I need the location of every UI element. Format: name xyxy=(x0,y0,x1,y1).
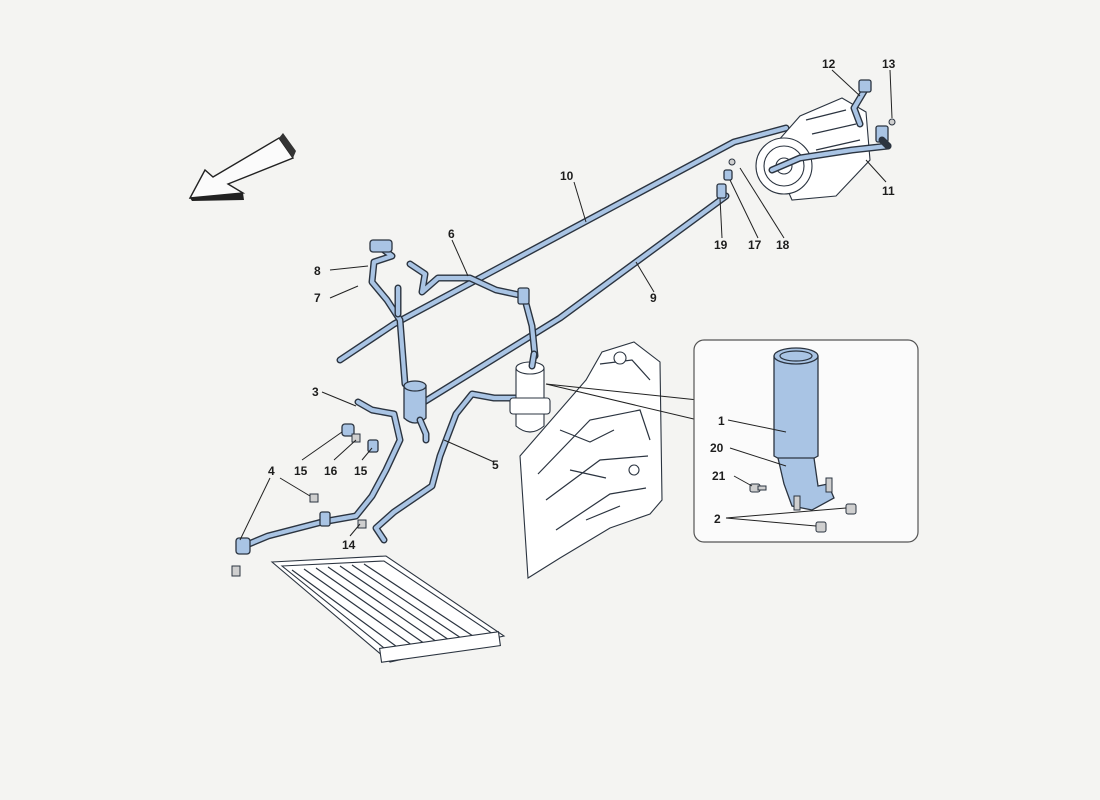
callout-8: 8 xyxy=(314,264,321,278)
pipe-9 xyxy=(420,183,730,406)
pipe-11 xyxy=(768,125,892,174)
nuts-2 xyxy=(815,503,857,533)
callout-3: 3 xyxy=(312,385,319,399)
pipe-6 xyxy=(406,260,539,360)
leader-lines xyxy=(239,69,893,541)
small-fittings-14-15-16 xyxy=(231,423,379,577)
callout-15a: 15 xyxy=(294,464,308,478)
pipe-12 xyxy=(850,79,872,128)
pipe-3 xyxy=(235,398,404,555)
bolt-21 xyxy=(749,483,767,493)
filter-canister xyxy=(403,380,430,444)
callout-6: 6 xyxy=(448,227,455,241)
callout-12: 12 xyxy=(822,57,836,71)
pipe-5 xyxy=(372,390,524,544)
receiver-drier-detail xyxy=(773,347,835,511)
front-direction-arrow-icon xyxy=(188,133,296,201)
callout-9: 9 xyxy=(650,291,657,305)
callout-15b: 15 xyxy=(354,464,368,478)
callout-19: 19 xyxy=(714,238,728,252)
callout-16: 16 xyxy=(324,464,338,478)
pipe-10 xyxy=(336,124,790,364)
callout-14: 14 xyxy=(342,538,356,552)
detail-box xyxy=(693,339,919,543)
receiver-drier xyxy=(509,350,551,433)
callout-labels: 1 2 3 4 5 6 7 8 9 10 11 12 13 14 15 15 1… xyxy=(268,57,896,552)
callout-21: 21 xyxy=(712,469,726,483)
pipe-7-8 xyxy=(368,239,409,388)
callout-1: 1 xyxy=(718,414,725,428)
callout-11: 11 xyxy=(882,184,895,198)
condenser xyxy=(270,555,506,663)
ac-compressor xyxy=(755,97,871,201)
callout-18: 18 xyxy=(776,238,790,252)
callout-20: 20 xyxy=(710,441,724,455)
small-fittings-17-18-19 xyxy=(723,118,896,181)
callout-4: 4 xyxy=(268,464,275,478)
pipe-9-end-fitting xyxy=(716,183,727,199)
callout-2: 2 xyxy=(714,512,721,526)
callout-10: 10 xyxy=(560,169,574,183)
callout-5: 5 xyxy=(492,458,499,472)
callout-7: 7 xyxy=(314,291,321,305)
callout-13: 13 xyxy=(882,57,896,71)
mounting-bracket xyxy=(519,341,663,579)
callout-17: 17 xyxy=(748,238,762,252)
